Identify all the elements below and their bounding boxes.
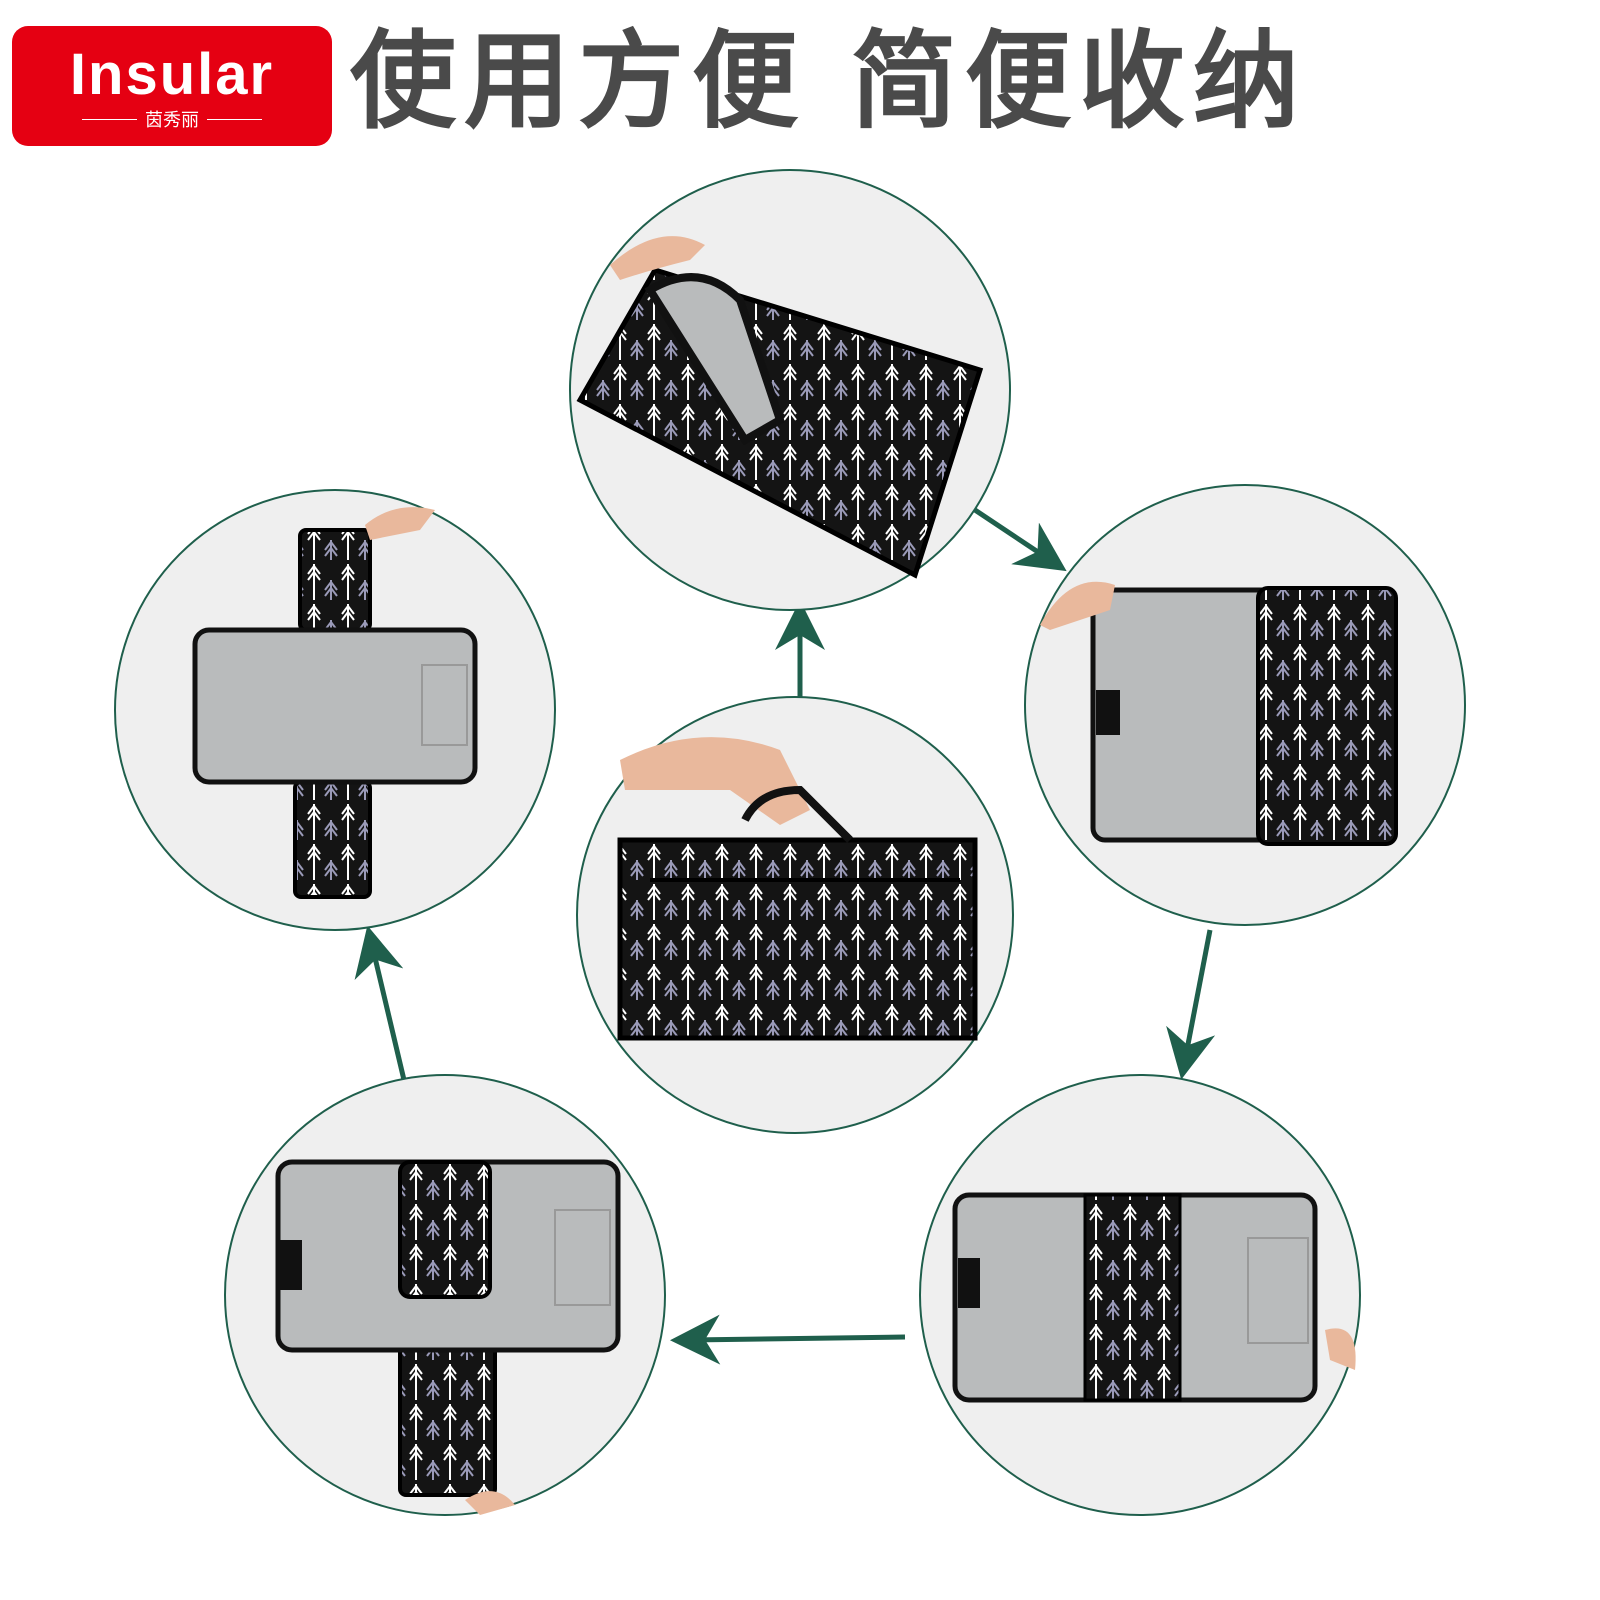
arrow-icon-top-to-right xyxy=(973,507,1067,572)
headline: 使用方便 简便收纳 xyxy=(350,20,1307,143)
step-circle-mat-unfolding xyxy=(114,489,556,931)
arrow-icon-left-up xyxy=(354,925,407,1081)
step-circle-flap-half-open xyxy=(1024,484,1466,926)
step-circle-opening-flap xyxy=(569,169,1011,611)
brand-name: Insular xyxy=(69,42,275,107)
arrow-icon-right-to-bottom xyxy=(1166,929,1216,1080)
step-circle-folded-bag-held xyxy=(576,696,1014,1134)
step-circle-mat-with-pockets-open xyxy=(224,1074,666,1516)
brand-subtitle: 茵秀丽 xyxy=(145,110,199,131)
arrow-icon-bottom-to-left xyxy=(670,1314,906,1365)
brand-logo: Insular 茵秀丽 xyxy=(12,26,332,146)
step-circle-mat-fully-open xyxy=(919,1074,1361,1516)
